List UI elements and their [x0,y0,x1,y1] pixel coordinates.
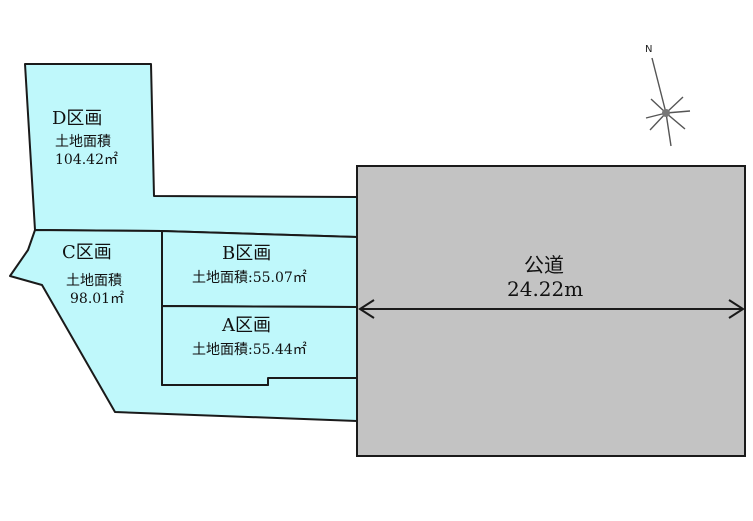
lot-c-area-label: 土地面積 [66,273,122,289]
lot-d-area-label: 土地面積 [55,134,111,150]
lot-d-area-value: 104.42㎡ [55,152,118,168]
lot-b-area: 土地面積:55.07㎡ [192,270,307,286]
lot-d-name: D区画 [52,108,102,129]
lot-d-shape [24,63,358,238]
lot-a-area: 土地面積:55.44㎡ [192,342,307,358]
road-name: 公道 [524,253,564,277]
road-width-dimension [358,299,745,319]
lot-a-name: A区画 [221,315,271,336]
lot-b-name: B区画 [222,243,271,264]
compass-north-label: N [645,44,652,55]
north-compass-icon: N [645,44,691,147]
lot-c-name: C区画 [62,242,112,263]
lot-c-area-value: 98.01㎡ [70,291,124,307]
public-road [356,165,746,457]
road-width: 24.22m [507,277,583,301]
